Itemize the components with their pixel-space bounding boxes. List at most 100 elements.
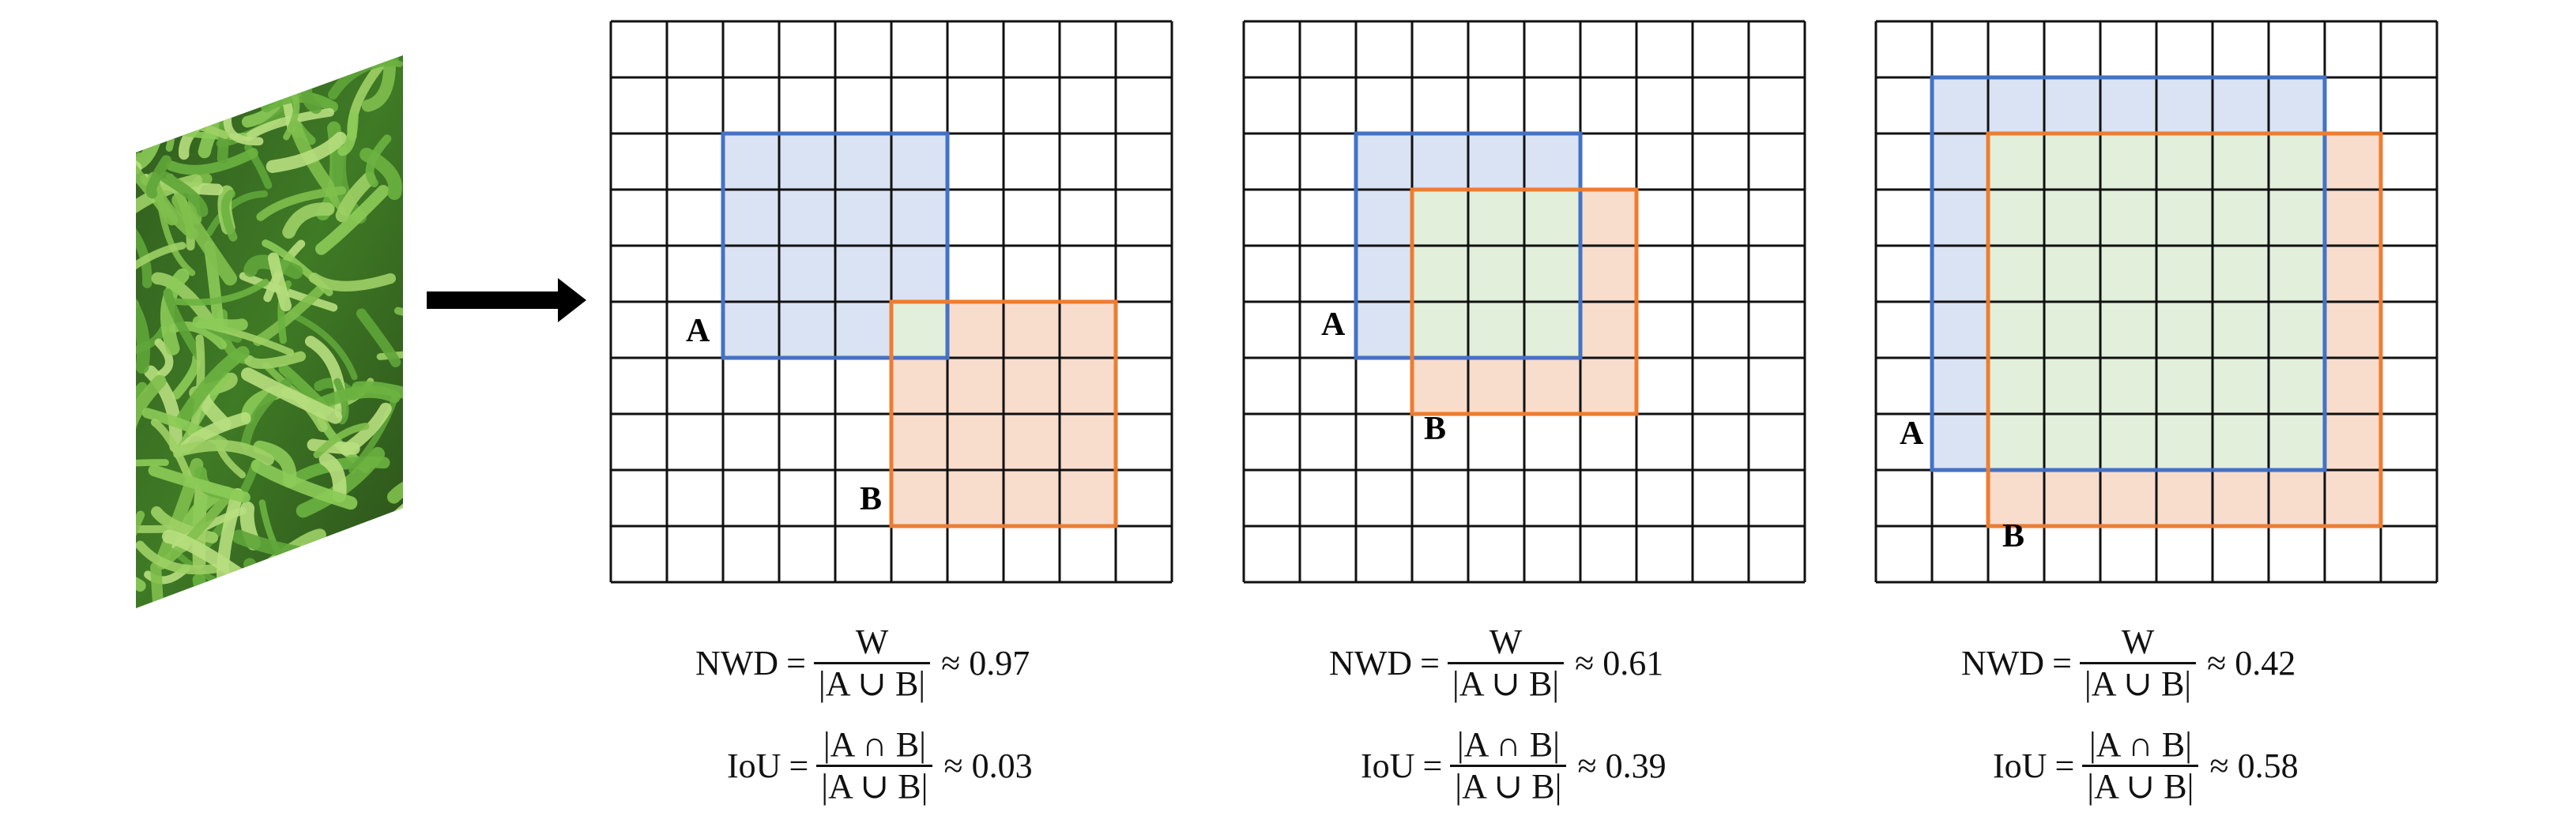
nwd-value: ≈ 0.61 bbox=[1575, 644, 1664, 683]
leaf bbox=[192, 315, 248, 332]
iou-formula: IoU=|A ∩ B||A ∪ B|≈ 0.03 bbox=[727, 725, 1033, 805]
iou-formula: IoU=|A ∩ B||A ∪ B|≈ 0.58 bbox=[1993, 726, 2299, 805]
leaf bbox=[260, 91, 338, 113]
leaf bbox=[136, 510, 145, 600]
leaf bbox=[356, 308, 401, 367]
leaf bbox=[141, 408, 228, 449]
nwd-fraction: W|A ∪ B| bbox=[1447, 622, 1565, 702]
leaf bbox=[278, 55, 299, 69]
leaf bbox=[136, 133, 142, 175]
leaf bbox=[175, 439, 274, 466]
leaf bbox=[241, 559, 344, 603]
nwd-denominator: |A ∪ B| bbox=[1447, 662, 1565, 702]
nwd-formula: NWD=W|A ∪ B|≈ 0.61 bbox=[1329, 622, 1664, 702]
leaf bbox=[159, 171, 209, 217]
leaf bbox=[175, 346, 250, 427]
leaf bbox=[136, 374, 167, 448]
crop-image bbox=[136, 55, 403, 608]
leaf bbox=[136, 382, 148, 416]
leaf bbox=[223, 114, 264, 146]
leaf bbox=[306, 385, 401, 414]
leaf bbox=[313, 423, 370, 459]
leaf bbox=[272, 573, 329, 608]
leaf bbox=[136, 242, 186, 297]
leaf bbox=[136, 522, 175, 533]
leaf bbox=[340, 402, 392, 457]
nwd-fraction: W|A ∪ B| bbox=[2079, 622, 2197, 702]
leaf bbox=[324, 537, 352, 577]
leaf bbox=[283, 89, 300, 141]
nwd-denominator: |A ∪ B| bbox=[2079, 662, 2197, 702]
leaf bbox=[145, 155, 171, 199]
nwd-name: NWD bbox=[695, 644, 779, 683]
label-a: A bbox=[686, 313, 710, 349]
leaf bbox=[165, 148, 258, 175]
iou-name: IoU bbox=[727, 746, 781, 786]
leaf bbox=[136, 115, 230, 140]
leaf bbox=[150, 562, 168, 608]
iou-denominator: |A ∪ B| bbox=[2082, 765, 2199, 805]
iou-fraction: |A ∩ B||A ∪ B| bbox=[816, 725, 933, 805]
nwd-numerator: W bbox=[1489, 622, 1523, 661]
leaf bbox=[243, 254, 303, 280]
iou-numerator: |A ∩ B| bbox=[823, 725, 926, 764]
leaf bbox=[243, 558, 279, 608]
leaf bbox=[243, 107, 334, 141]
box-a-outline bbox=[1354, 131, 1583, 360]
leaf bbox=[150, 506, 219, 543]
nwd-name: NWD bbox=[1961, 644, 2045, 683]
nwd-formula: NWD=W|A ∪ B|≈ 0.42 bbox=[1961, 622, 2296, 702]
leaf bbox=[136, 540, 220, 575]
leaf bbox=[394, 306, 403, 327]
leaf bbox=[341, 600, 399, 608]
iou-denominator: |A ∪ B| bbox=[816, 765, 933, 805]
leaf bbox=[171, 353, 201, 400]
label-b: B bbox=[1424, 411, 1446, 447]
nwd-numerator: W bbox=[855, 622, 889, 661]
nwd-value: ≈ 0.97 bbox=[941, 644, 1030, 683]
leaf bbox=[136, 572, 146, 592]
grid-panel-1: AB bbox=[609, 20, 1173, 584]
iou-name: IoU bbox=[1361, 746, 1415, 786]
grid-lines bbox=[1242, 20, 1806, 584]
box-b-outline bbox=[889, 299, 1118, 528]
iou-fraction: |A ∩ B||A ∪ B| bbox=[1450, 726, 1567, 805]
leaf bbox=[244, 351, 307, 369]
grid-panel-2: AB bbox=[1242, 20, 1806, 584]
leaf bbox=[348, 393, 399, 474]
iou-fraction: |A ∩ B||A ∪ B| bbox=[2082, 726, 2199, 805]
leaf bbox=[337, 111, 359, 156]
leaf bbox=[308, 273, 396, 292]
leaf bbox=[390, 555, 403, 608]
leaf bbox=[136, 282, 150, 374]
label-b: B bbox=[860, 481, 882, 517]
leaf bbox=[250, 459, 358, 510]
grid-panel-3: AB bbox=[1874, 20, 2439, 584]
leaf bbox=[282, 202, 335, 239]
leaf bbox=[148, 464, 250, 503]
leaf bbox=[386, 469, 403, 504]
leaf bbox=[136, 208, 153, 288]
leaf bbox=[360, 147, 402, 201]
label-a: A bbox=[1321, 306, 1346, 343]
equals-sign: = bbox=[2054, 746, 2075, 786]
equals-sign: = bbox=[2052, 644, 2072, 683]
leaf bbox=[377, 581, 403, 608]
leaf bbox=[217, 59, 234, 164]
nwd-denominator: |A ∪ B| bbox=[813, 662, 931, 702]
leaf bbox=[288, 311, 358, 381]
leaf bbox=[220, 190, 238, 242]
leaf bbox=[136, 55, 140, 112]
leaf bbox=[333, 378, 349, 425]
leaf bbox=[266, 131, 347, 173]
nwd-numerator: W bbox=[2121, 622, 2155, 661]
nwd-formula: NWD= W|A ∪ B| ≈ 0.97 bbox=[695, 622, 1030, 702]
equals-sign: = bbox=[786, 644, 806, 683]
leaf bbox=[337, 557, 403, 608]
nwd-value: ≈ 0.42 bbox=[2207, 644, 2296, 683]
label-a: A bbox=[1900, 416, 1924, 452]
leaf bbox=[171, 193, 238, 286]
iou-value: ≈ 0.03 bbox=[943, 746, 1033, 786]
leaf bbox=[150, 418, 194, 484]
